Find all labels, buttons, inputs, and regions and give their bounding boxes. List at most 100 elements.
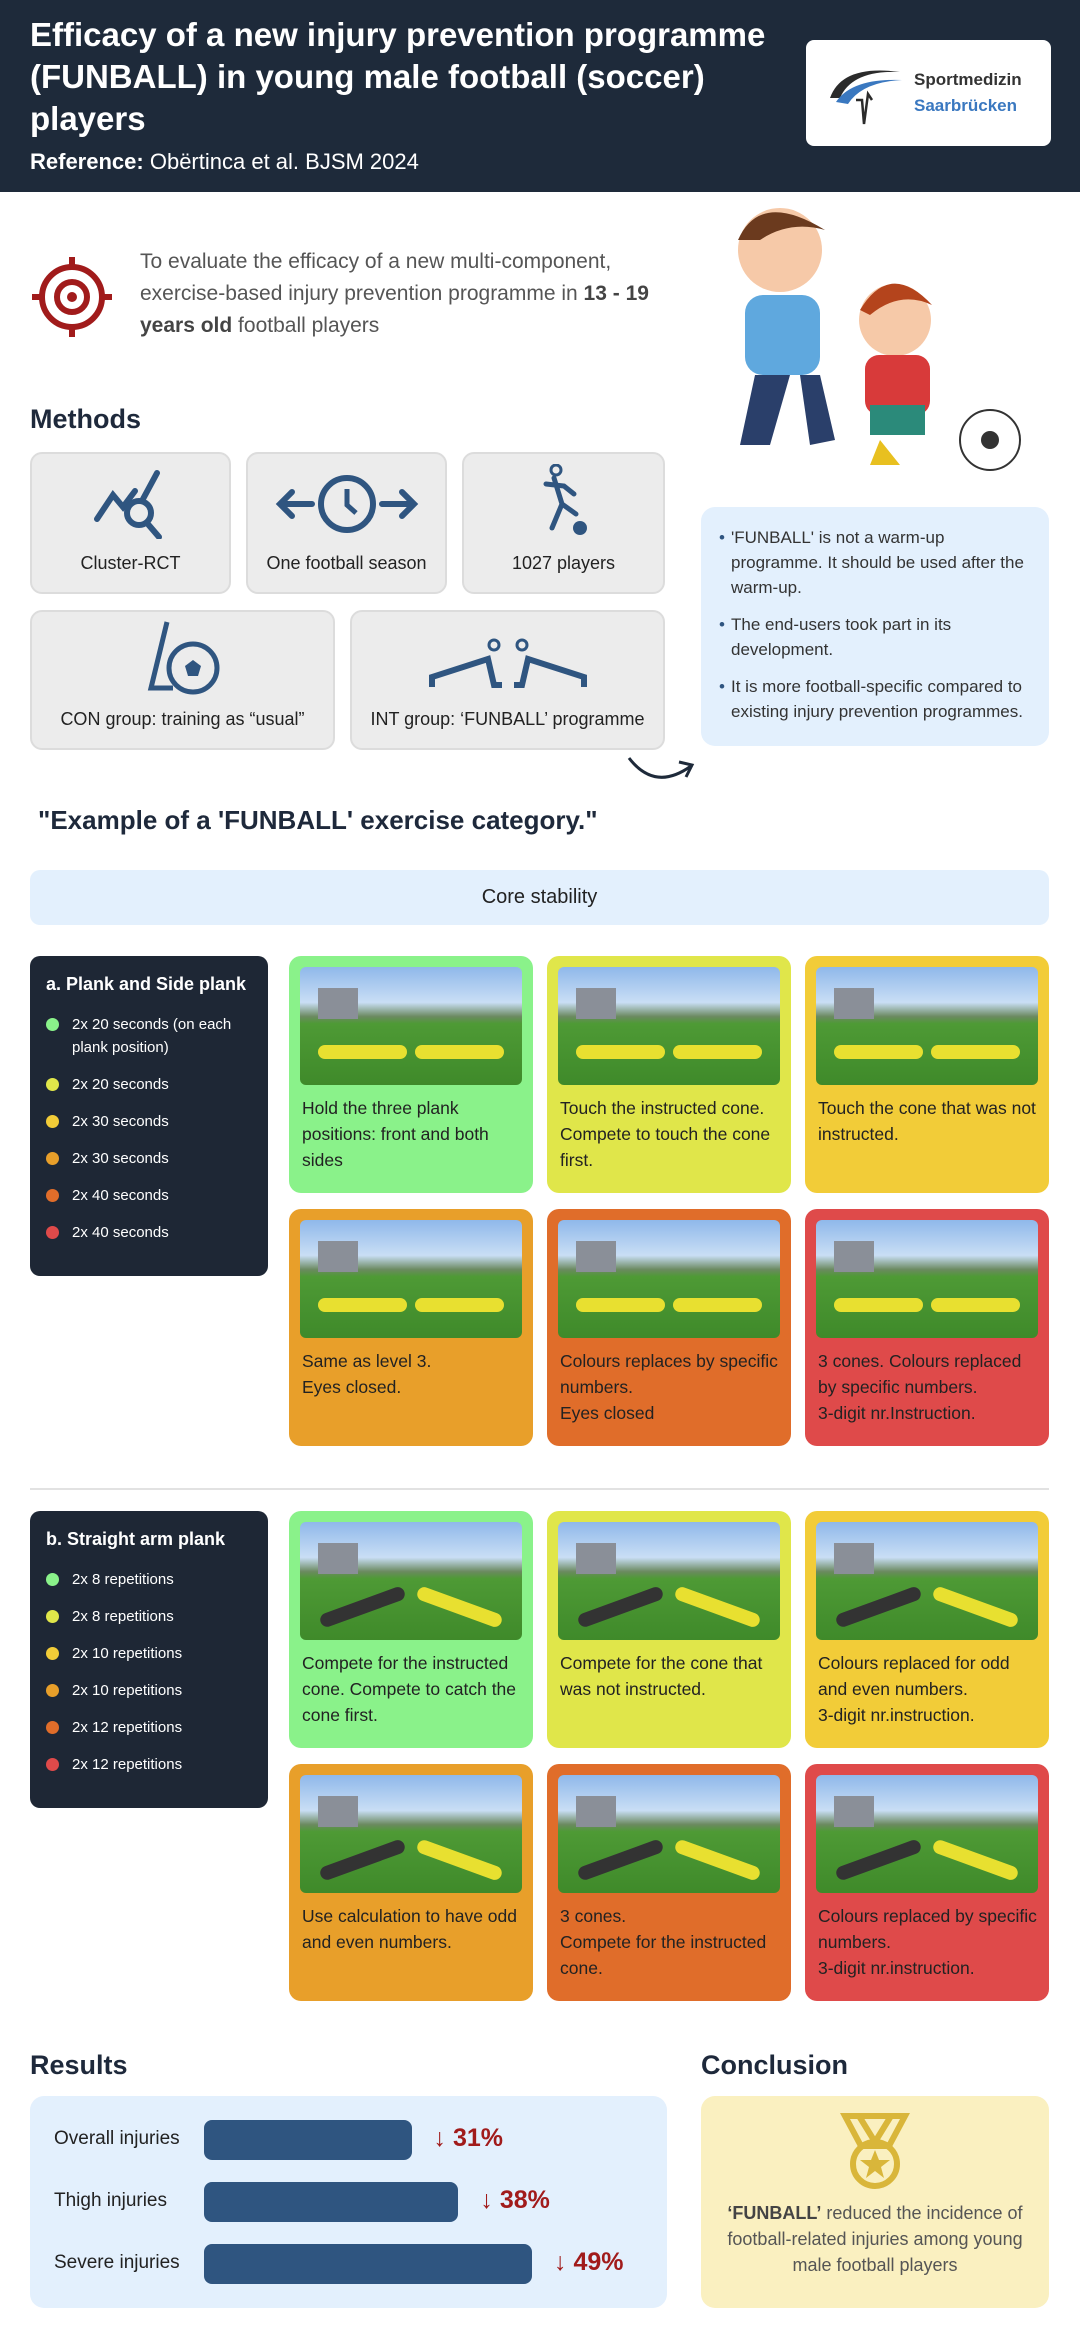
objective-text: To evaluate the efficacy of a new multi-… (140, 246, 700, 342)
exercise-description: Colours replaced by specific numbers. 3-… (818, 1906, 1037, 1978)
info-item: It is more football-specific compared to… (719, 674, 1031, 724)
level-item: 2x 8 repetitions (46, 1568, 252, 1591)
logo-swoosh-icon (830, 70, 902, 125)
method-con-group: CON group: training as “usual” (30, 610, 335, 750)
exercise-description: Touch the cone that was not instructed. (818, 1098, 1036, 1144)
level-label: 2x 40 seconds (72, 1187, 169, 1204)
exercise-card-level-2: Compete for the cone that was not instru… (547, 1511, 791, 1748)
result-value: ↓ 49% (554, 2248, 624, 2277)
level-label: 2x 10 repetitions (72, 1682, 183, 1699)
method-label: One football season (266, 553, 427, 573)
method-season: One football season (246, 452, 447, 594)
exercise-card-level-3: Colours replaced for odd and even number… (805, 1511, 1049, 1748)
category-banner: Core stability (30, 870, 1049, 925)
exercise-card-level-4: Use calculation to have odd and even num… (289, 1764, 533, 2001)
target-icon (32, 257, 112, 337)
level-item: 2x 40 seconds (46, 1184, 252, 1207)
exercise-card-level-1: Compete for the instructed cone. Compete… (289, 1511, 533, 1748)
logo-line2: Saarbrücken (914, 96, 1017, 115)
objective-age: 13 - 19 years old (140, 282, 649, 337)
level-item: 2x 30 seconds (46, 1110, 252, 1133)
exercise-photo (816, 1220, 1038, 1338)
curved-arrow-icon (627, 757, 695, 779)
logo-line1: Sportmedizin (914, 70, 1022, 89)
exercise-card-level-4: Same as level 3. Eyes closed. (289, 1209, 533, 1446)
level-item: 2x 20 seconds (46, 1073, 252, 1096)
result-label: Overall injuries (54, 2128, 180, 2149)
method-cluster-rct: Cluster-RCT (30, 452, 231, 594)
football-player-icon (543, 464, 587, 535)
conclusion-text: ‘FUNBALL’ reduced the incidence of footb… (721, 2200, 1029, 2278)
info-box: 'FUNBALL' is not a warm-up programme. It… (701, 507, 1049, 746)
conclusion-title: Conclusion (701, 2050, 848, 2080)
method-int-group: INT group: ‘FUNBALL’ programme (350, 610, 665, 750)
exercise-description: Hold the three plank positions: front an… (302, 1098, 489, 1170)
level-item: 2x 40 seconds (46, 1221, 252, 1244)
level-dot (46, 1152, 59, 1165)
result-percent: 31% (452, 2124, 503, 2152)
result-value: ↓ 31% (434, 2124, 504, 2153)
reference-text: Obërtinca et al. BJSM 2024 (149, 149, 419, 174)
result-percent: 49% (573, 2248, 624, 2276)
example-title: "Example of a 'FUNBALL' exercise categor… (38, 805, 598, 835)
chart-search-icon (93, 470, 162, 539)
exercise-photo (816, 1522, 1038, 1640)
exercise-photo (816, 967, 1038, 1085)
down-arrow-icon: ↓ (554, 2248, 567, 2276)
level-label: 2x 30 seconds (72, 1150, 169, 1167)
exercise-card-level-5: 3 cones. Compete for the instructed cone… (547, 1764, 791, 2001)
exercise-description: Compete for the cone that was not instru… (560, 1653, 763, 1699)
result-value: ↓ 38% (480, 2186, 550, 2215)
exercise-photo (558, 1522, 780, 1640)
objective-text-2: football players (232, 314, 380, 337)
method-label: Cluster-RCT (80, 553, 181, 573)
level-label: 2x 20 seconds (72, 1076, 169, 1093)
exercise-card-level-3: Touch the cone that was not instructed. (805, 956, 1049, 1193)
method-label: 1027 players (511, 553, 616, 573)
level-dot (46, 1610, 59, 1623)
level-item: 2x 10 repetitions (46, 1642, 252, 1665)
level-item: 2x 12 repetitions (46, 1716, 252, 1739)
exercise-card-level-1: Hold the three plank positions: front an… (289, 956, 533, 1193)
cone-ball-icon (147, 621, 219, 695)
results-title: Results (30, 2050, 128, 2080)
exercise-photo (558, 1220, 780, 1338)
level-dot (46, 1684, 59, 1697)
level-item: 2x 12 repetitions (46, 1753, 252, 1776)
exercise-photo (300, 1220, 522, 1338)
level-label: 2x 40 seconds (72, 1224, 169, 1241)
conclusion-box: ‘FUNBALL’ reduced the incidence of footb… (701, 2096, 1049, 2308)
level-label: 2x 8 repetitions (72, 1571, 174, 1588)
level-dot (46, 1226, 59, 1239)
exercise-photo (558, 967, 780, 1085)
conclusion-bold: ‘FUNBALL’ (727, 2203, 822, 2223)
exercise-photo (300, 1522, 522, 1640)
exercise-photo (816, 1775, 1038, 1893)
level-label: 2x 10 repetitions (72, 1645, 183, 1662)
section-title: a. Plank and Side plank (46, 974, 247, 994)
method-label: CON group: training as “usual” (60, 709, 305, 729)
down-arrow-icon: ↓ (480, 2186, 493, 2214)
exercise-description: Use calculation to have odd and even num… (302, 1906, 517, 1952)
method-label: INT group: ‘FUNBALL’ programme (370, 709, 645, 729)
header-text: Efficacy of a new injury prevention prog… (30, 14, 795, 176)
exercise-description: Colours replaced for odd and even number… (818, 1653, 1010, 1725)
info-item: The end-users took part in its developme… (719, 612, 1031, 662)
down-arrow-icon: ↓ (433, 2124, 447, 2152)
info-item: 'FUNBALL' is not a warm-up programme. It… (719, 525, 1031, 600)
results-box: Overall injuries ↓ 31% Thigh injuries ↓ 3… (30, 2096, 667, 2308)
result-label: Thigh injuries (54, 2190, 167, 2211)
logo: Sportmedizin Saarbrücken (806, 40, 1051, 146)
exercise-description: 3 cones. Compete for the instructed cone… (560, 1906, 767, 1978)
exercise-description: Compete for the instructed cone. Compete… (302, 1653, 517, 1725)
level-dot (46, 1573, 59, 1586)
exercise-card-level-2: Touch the instructed cone. Compete to to… (547, 956, 791, 1193)
section-title: b. Straight arm plank (46, 1529, 226, 1549)
conclusion-body: reduced the incidence of football-relate… (727, 2203, 1023, 2275)
result-bar (204, 2182, 459, 2222)
exercise-photo (300, 1775, 522, 1893)
level-item: 2x 10 repetitions (46, 1679, 252, 1702)
reference: Reference: Obërtinca et al. BJSM 2024 (30, 148, 795, 176)
level-dot (46, 1647, 59, 1660)
